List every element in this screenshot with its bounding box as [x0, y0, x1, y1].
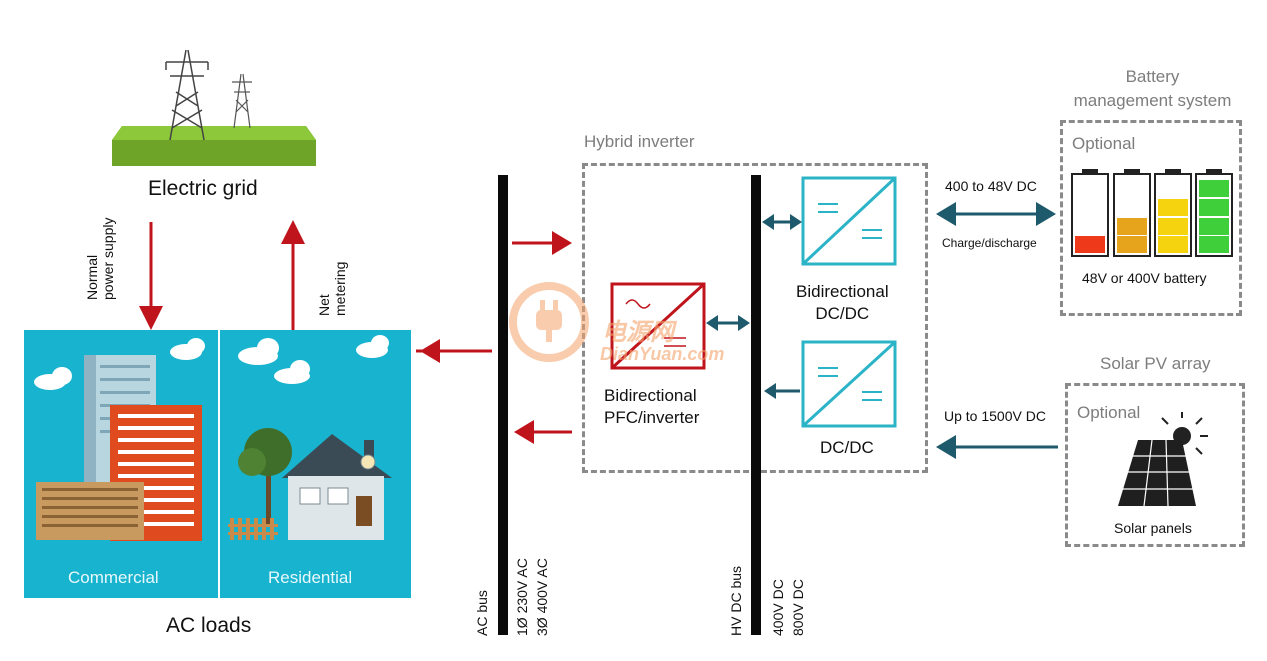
- ac-bus-label: AC bus: [474, 590, 490, 636]
- ac-loads-title: AC loads: [166, 614, 252, 637]
- hv-dc-bus-800v: 800V DC: [790, 579, 806, 636]
- battery-box: [1060, 120, 1242, 316]
- solar-voltage-label: Up to 1500V DC: [944, 408, 1046, 424]
- solar-box: [1065, 383, 1245, 547]
- bidirectional-dcdc-label: Bidirectional DC/DC: [796, 282, 889, 323]
- solar-array-title: Solar PV array: [1100, 354, 1211, 373]
- hv-dc-bus-400v: 400V DC: [770, 579, 786, 636]
- residential-label: Residential: [268, 568, 353, 587]
- dcdc-label: DC/DC: [820, 438, 874, 457]
- solar-panels-caption: Solar panels: [1114, 520, 1192, 536]
- loads-divider: [218, 330, 220, 598]
- watermark-url: DianYuan.com: [600, 344, 725, 364]
- battery-caption: 48V or 400V battery: [1082, 270, 1207, 286]
- electric-grid-title: Electric grid: [148, 177, 258, 200]
- pfc-inverter-label: Bidirectional PFC/inverter: [604, 386, 700, 427]
- ac-bus-three-phase: 3Ø 400V AC: [534, 558, 550, 636]
- battery-system-title: Battery management system: [1073, 67, 1232, 110]
- watermark-brand: 电源网: [602, 319, 674, 346]
- net-metering-label: Net metering: [316, 261, 348, 316]
- normal-power-supply-label: Normal power supply: [84, 217, 116, 301]
- battery-voltage-label: 400 to 48V DC: [945, 178, 1037, 194]
- hv-dc-bus-label: HV DC bus: [728, 565, 744, 636]
- charge-discharge-label: Charge/discharge: [942, 236, 1037, 250]
- solar-optional-label: Optional: [1077, 403, 1141, 422]
- hv-dc-bus-line: [751, 175, 761, 635]
- commercial-label: Commercial: [68, 568, 159, 587]
- ac-bus-line: [498, 175, 508, 635]
- ac-bus-single-phase: 1Ø 230V AC: [514, 558, 530, 636]
- battery-optional-label: Optional: [1072, 134, 1136, 153]
- hybrid-inverter-title: Hybrid inverter: [584, 132, 695, 151]
